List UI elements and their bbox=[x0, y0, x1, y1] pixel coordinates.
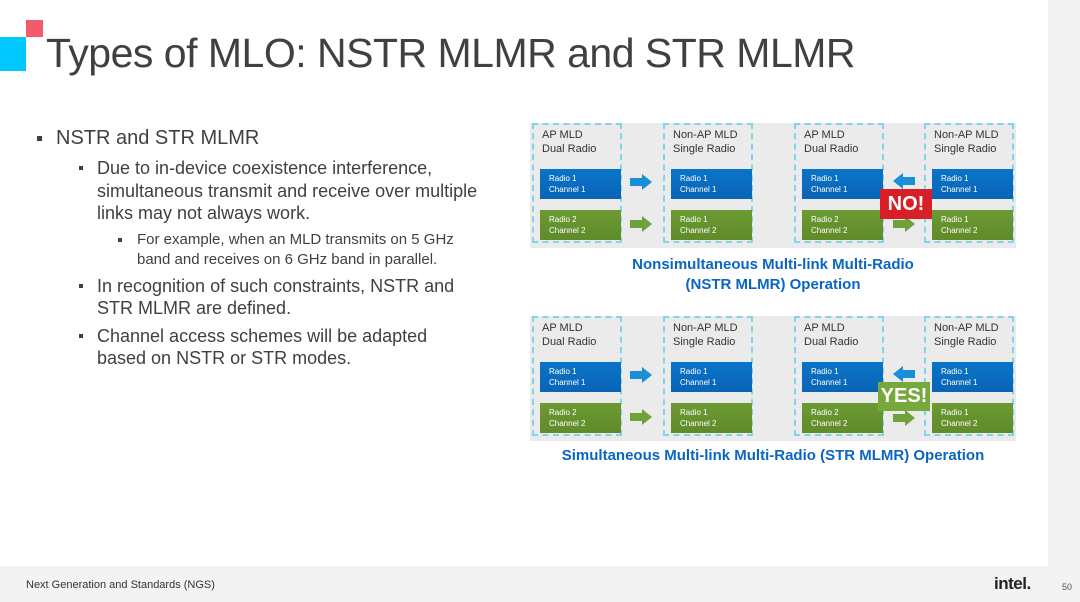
intel-logo: intel. bbox=[994, 574, 1031, 593]
page-number: 50 bbox=[1062, 582, 1073, 592]
radio-block: Radio 1 Channel 1 bbox=[802, 169, 883, 199]
nstr-caption-line: (NSTR MLMR) Operation bbox=[685, 276, 861, 293]
bullet-level3-line: For example, when an MLD transmits on 5 … bbox=[137, 231, 454, 248]
arrow-right-icon bbox=[893, 410, 915, 426]
device-label: AP MLD Dual Radio bbox=[804, 322, 859, 348]
arrow-left-icon bbox=[893, 366, 915, 382]
radio-block: Radio 1 Channel 2 bbox=[932, 403, 1013, 433]
ap-mld-device: AP MLD Dual Radio Radio 1 Channel 1 Radi… bbox=[532, 316, 622, 436]
decor-cyan-square bbox=[0, 37, 26, 71]
bullet-level2-line: Due to in-device coexistence interferenc… bbox=[97, 158, 433, 178]
device-label: AP MLD Dual Radio bbox=[542, 322, 597, 348]
bullet-marker bbox=[37, 136, 42, 141]
bullet-level2-line: based on NSTR or STR modes. bbox=[97, 348, 352, 368]
non-ap-mld-device: Non-AP MLD Single Radio Radio 1 Channel … bbox=[924, 123, 1014, 243]
bullet-level1: NSTR and STR MLMR bbox=[56, 127, 260, 149]
bullet-marker bbox=[79, 166, 83, 170]
bullet-level2-line: simultaneous transmit and receive over m… bbox=[97, 181, 478, 201]
bullet-marker bbox=[118, 238, 122, 242]
radio-block: Radio 1 Channel 2 bbox=[932, 210, 1013, 240]
bullet-marker bbox=[79, 284, 83, 288]
right-strip bbox=[1048, 0, 1080, 602]
radio-block: Radio 1 Channel 2 bbox=[671, 210, 752, 240]
ap-mld-device: AP MLD Dual Radio Radio 1 Channel 1 Radi… bbox=[794, 123, 884, 243]
bullet-level2-line: links may not always work. bbox=[97, 203, 311, 223]
non-ap-mld-device: Non-AP MLD Single Radio Radio 1 Channel … bbox=[663, 123, 753, 243]
bullet-level2-line: STR MLMR are defined. bbox=[97, 298, 292, 318]
radio-block: Radio 1 Channel 2 bbox=[671, 403, 752, 433]
radio-block: Radio 1 Channel 1 bbox=[540, 362, 621, 392]
radio-block: Radio 2 Channel 2 bbox=[802, 210, 883, 240]
device-label: Non-AP MLD Single Radio bbox=[673, 129, 738, 155]
yes-badge: YES! bbox=[878, 382, 930, 411]
no-badge: NO! bbox=[880, 189, 932, 219]
device-label: Non-AP MLD Single Radio bbox=[934, 322, 999, 348]
radio-block: Radio 1 Channel 1 bbox=[671, 169, 752, 199]
decor-red-square bbox=[26, 20, 43, 37]
radio-block: Radio 1 Channel 1 bbox=[540, 169, 621, 199]
radio-block: Radio 1 Channel 1 bbox=[932, 362, 1013, 392]
bullet-level2-line: In recognition of such constraints, NSTR… bbox=[97, 276, 455, 296]
footer-text: Next Generation and Standards (NGS) bbox=[26, 579, 215, 591]
ap-mld-device: AP MLD Dual Radio Radio 1 Channel 1 Radi… bbox=[532, 123, 622, 243]
slide-title: Types of MLO: NSTR MLMR and STR MLMR bbox=[46, 30, 856, 76]
bullet-level3-line: band and receives on 6 GHz band in paral… bbox=[137, 251, 438, 268]
device-label: Non-AP MLD Single Radio bbox=[673, 322, 738, 348]
ap-mld-device: AP MLD Dual Radio Radio 1 Channel 1 Radi… bbox=[794, 316, 884, 436]
radio-block: Radio 2 Channel 2 bbox=[802, 403, 883, 433]
arrow-right-icon bbox=[630, 409, 652, 425]
arrow-right-icon bbox=[893, 216, 915, 232]
radio-block: Radio 2 Channel 2 bbox=[540, 210, 621, 240]
bullet-level2-line: Channel access schemes will be adapted bbox=[97, 326, 428, 346]
device-label: AP MLD Dual Radio bbox=[542, 129, 597, 155]
arrow-left-icon bbox=[893, 173, 915, 189]
radio-block: Radio 1 Channel 1 bbox=[671, 362, 752, 392]
arrow-right-icon bbox=[630, 367, 652, 383]
radio-block: Radio 2 Channel 2 bbox=[540, 403, 621, 433]
nstr-caption: Nonsimultaneous Multi-link Multi-Radio (… bbox=[560, 255, 986, 295]
str-caption: Simultaneous Multi-link Multi-Radio (STR… bbox=[561, 447, 985, 464]
non-ap-mld-device: Non-AP MLD Single Radio Radio 1 Channel … bbox=[663, 316, 753, 436]
radio-block: Radio 1 Channel 1 bbox=[932, 169, 1013, 199]
device-label: AP MLD Dual Radio bbox=[804, 129, 859, 155]
nstr-caption-line: Nonsimultaneous Multi-link Multi-Radio bbox=[632, 256, 914, 273]
footer-bar bbox=[0, 566, 1048, 602]
arrow-right-icon bbox=[630, 174, 652, 190]
device-label: Non-AP MLD Single Radio bbox=[934, 129, 999, 155]
arrow-right-icon bbox=[630, 216, 652, 232]
non-ap-mld-device: Non-AP MLD Single Radio Radio 1 Channel … bbox=[924, 316, 1014, 436]
radio-block: Radio 1 Channel 1 bbox=[802, 362, 883, 392]
bullet-marker bbox=[79, 334, 83, 338]
